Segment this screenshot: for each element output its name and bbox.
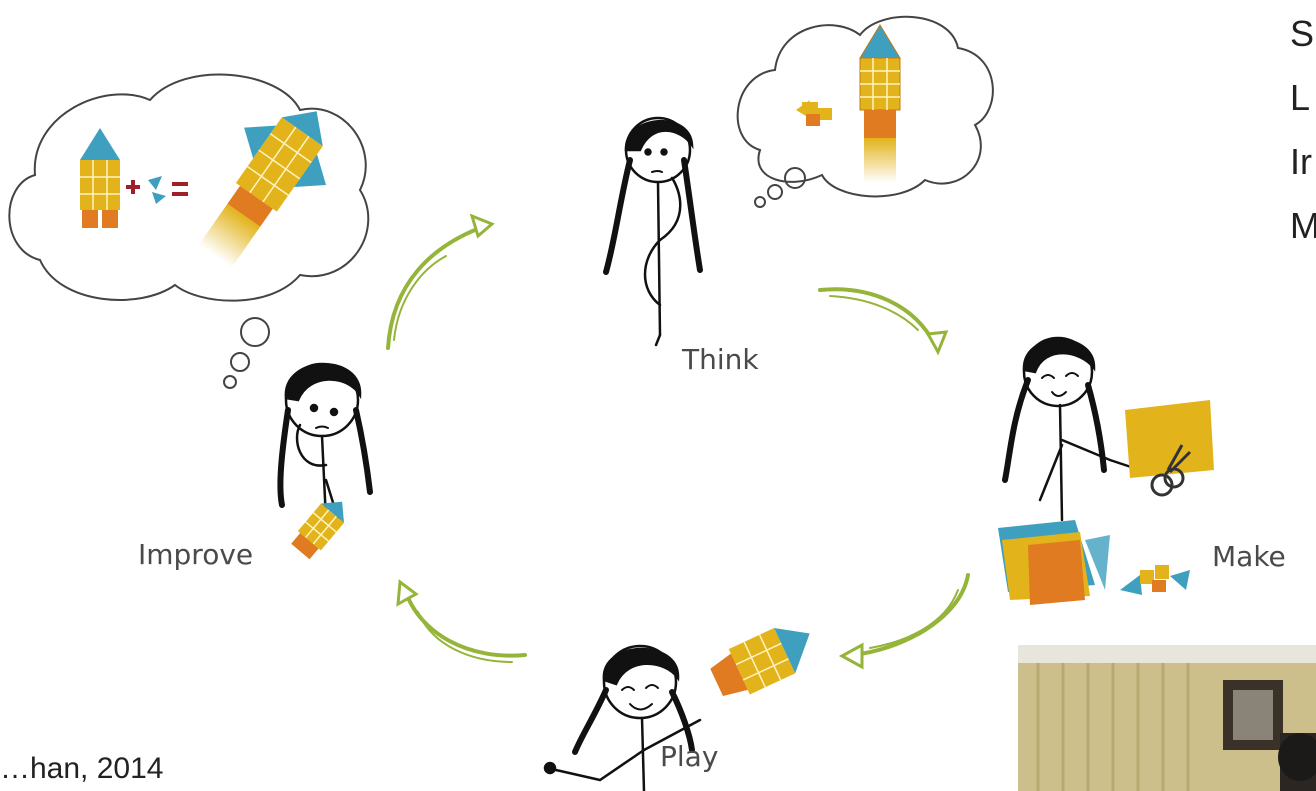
arrow-improve-to-think [386, 213, 495, 350]
play-rocket-icon [710, 628, 810, 696]
think-label: Think [682, 343, 759, 376]
scissors-icon [1150, 444, 1192, 497]
side-text-line-4: M [1290, 205, 1316, 246]
citation: …han, 2014 [0, 752, 164, 785]
play-label: Play [660, 740, 719, 773]
classroom-photo [1018, 645, 1316, 791]
plus-sign-icon [126, 180, 140, 194]
arrow-think-to-make [818, 287, 949, 356]
make-girl-figure [1002, 336, 1142, 522]
think-thought-cloud [736, 15, 994, 208]
improve-result-rocket-icon [198, 111, 327, 268]
equals-sign-icon [172, 182, 188, 196]
side-text-line-1: S [1290, 13, 1315, 54]
improve-cloud-rocket-icon [80, 128, 120, 228]
improve-thought-cloud [8, 73, 370, 389]
think-cloud-rocket-icon [796, 24, 901, 183]
make-paper-sheet-icon [1125, 400, 1214, 478]
improve-label: Improve [138, 538, 254, 571]
improve-hand-rocket-icon [291, 501, 344, 560]
think-girl-figure [603, 116, 703, 347]
arrow-play-to-improve [396, 579, 527, 663]
side-text-line-2: L [1290, 77, 1311, 118]
make-label: Make [1212, 540, 1286, 573]
arrow-make-to-play [838, 573, 970, 670]
small-teal-pieces-icon [148, 176, 166, 204]
make-paper-pile-icon [998, 520, 1110, 605]
improve-girl-figure [277, 362, 373, 527]
side-text-line-3: Ir [1290, 141, 1312, 182]
make-tile-pieces-icon [1120, 565, 1190, 595]
play-girl-figure [543, 644, 702, 791]
